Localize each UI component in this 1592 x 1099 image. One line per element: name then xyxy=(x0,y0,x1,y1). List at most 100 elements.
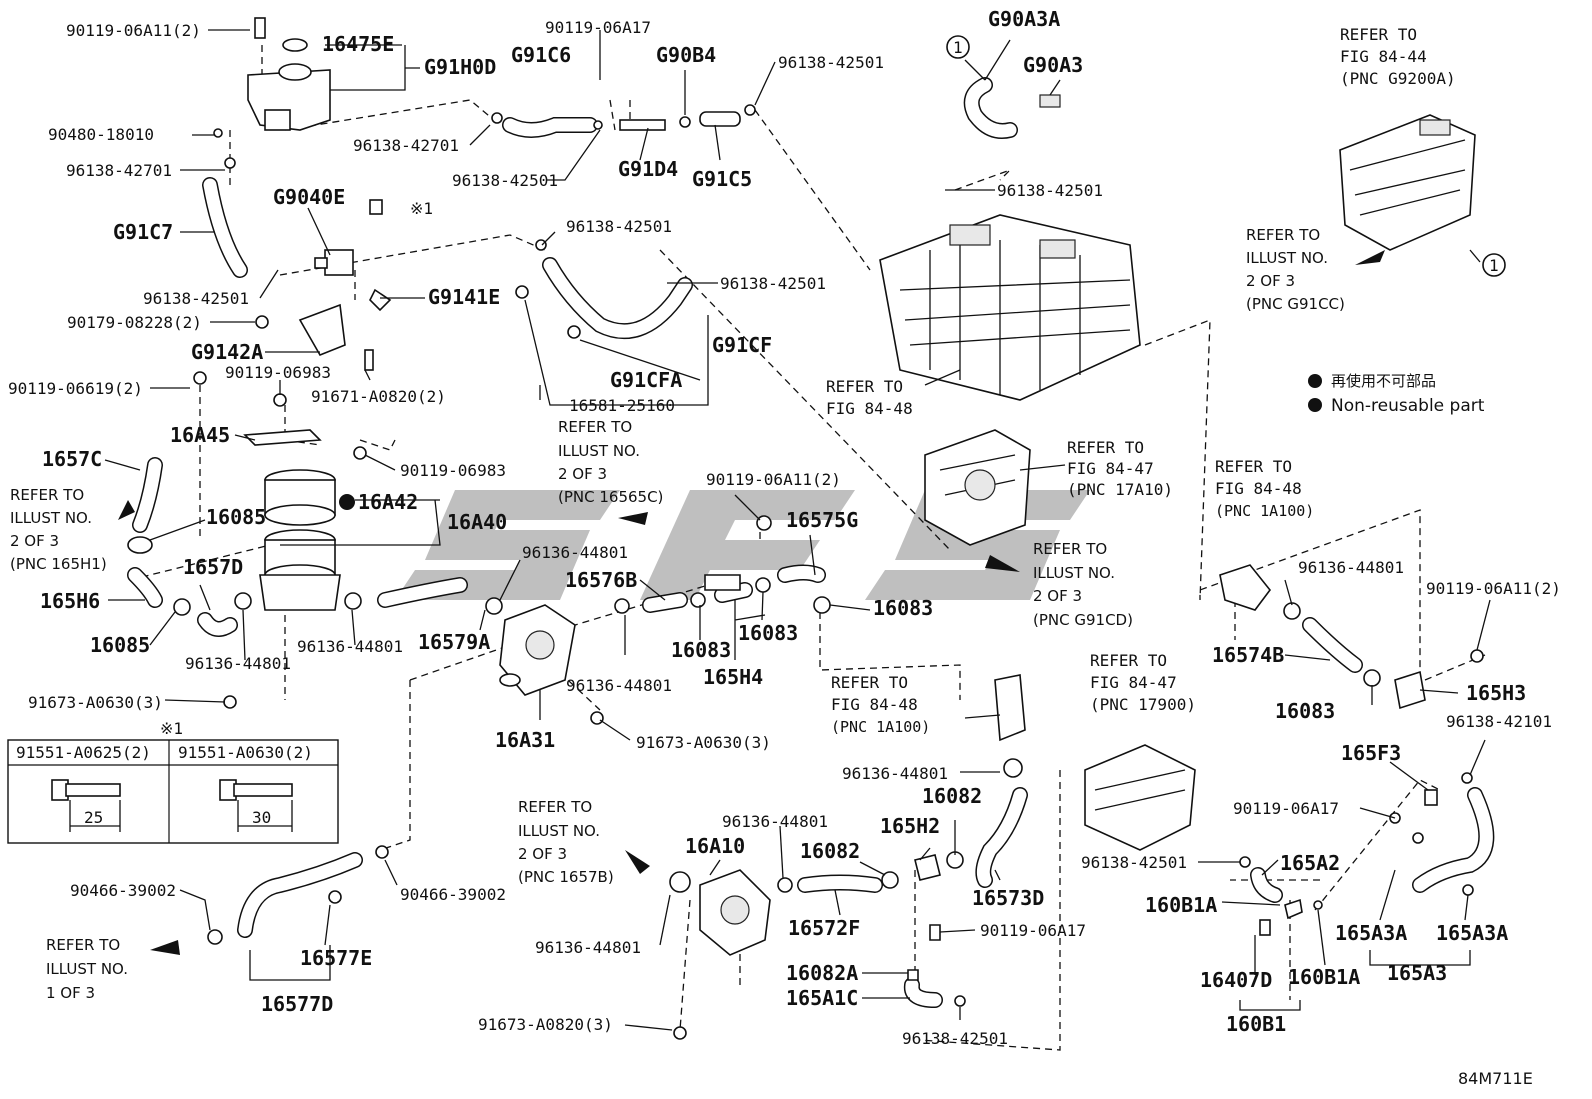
watermark-sps xyxy=(395,490,1090,600)
diagram-id: 84M711E xyxy=(1458,1069,1533,1088)
svg-text:1: 1 xyxy=(953,38,963,57)
label-G9141E: G9141E xyxy=(428,285,500,309)
label-16577E: 16577E xyxy=(300,946,372,970)
water-pump-16a40 xyxy=(259,469,341,611)
bolt-table-note: ※1 xyxy=(160,719,183,738)
label-16A45: 16A45 xyxy=(170,423,230,447)
ref-fig-84-47-17900: REFER TO FIG 84-47 (PNC 17900) xyxy=(1090,651,1196,714)
label-165A3A-a: 165A3A xyxy=(1335,921,1407,945)
label-96138-42501-d: 96138-42501 xyxy=(997,181,1103,200)
pump-16a10 xyxy=(669,869,771,956)
svg-text:REFER TO: REFER TO xyxy=(46,936,120,954)
part-labels: 90119-06A11(2) 16475E G91H0D 90480-18010… xyxy=(8,7,1561,1048)
label-16407D: 16407D xyxy=(1200,968,1272,992)
svg-text:2 OF 3: 2 OF 3 xyxy=(1246,272,1295,290)
label-165H3: 165H3 xyxy=(1466,681,1526,705)
label-90119-06A17-c: 90119-06A17 xyxy=(980,921,1086,940)
label-16A10: 16A10 xyxy=(685,834,745,858)
svg-text:(PNC G91CC): (PNC G91CC) xyxy=(1246,295,1345,313)
svg-text:30: 30 xyxy=(252,808,271,827)
label-165A3A-b: 165A3A xyxy=(1436,921,1508,945)
bolt-table: ※1 91551-A0625(2) 91551-A0630(2) 25 30 xyxy=(7,719,339,844)
label-90119-06A11-right: 90119-06A11(2) xyxy=(1426,579,1561,598)
label-165A3: 165A3 xyxy=(1387,961,1447,985)
label-96138-42701-a: 96138-42701 xyxy=(66,161,172,180)
svg-text:ILLUST NO.: ILLUST NO. xyxy=(1246,249,1328,267)
label-16083-b: 16083 xyxy=(671,638,731,662)
label-G91CF: G91CF xyxy=(712,333,772,357)
label-16577D: 16577D xyxy=(261,992,333,1016)
svg-text:25: 25 xyxy=(84,808,103,827)
label-96138-42501-g: 96138-42501 xyxy=(902,1029,1008,1048)
label-16579A: 16579A xyxy=(418,630,490,654)
svg-text:REFER TO: REFER TO xyxy=(1067,438,1144,457)
label-16572F: 16572F xyxy=(788,916,860,940)
label-96138-42501-b: 96138-42501 xyxy=(778,53,884,72)
label-160B1: 160B1 xyxy=(1226,1012,1286,1036)
label-96136-44801-g: 96136-44801 xyxy=(722,812,828,831)
label-16083-d: 16083 xyxy=(1275,699,1335,723)
svg-text:REFER TO: REFER TO xyxy=(1340,25,1417,44)
legend-en: Non-reusable part xyxy=(1331,396,1485,416)
reference-notes: REFER TO FIG 84-44 (PNC G9200A) REFER TO… xyxy=(10,25,1456,1002)
label-165A1C: 165A1C xyxy=(786,986,858,1010)
label-96136-44801-c: 96136-44801 xyxy=(522,543,628,562)
label-16576B: 16576B xyxy=(565,568,637,592)
label-96136-44801-b: 96136-44801 xyxy=(297,637,403,656)
ref-fig-84-48-1a100-mid: REFER TO FIG 84-48 (PNC 1A100) xyxy=(831,673,930,736)
ref-fig-84-48-top: REFER TO FIG 84-48 xyxy=(826,377,913,418)
label-G91C5: G91C5 xyxy=(692,167,752,191)
label-90119-06983-b: 90119-06983 xyxy=(400,461,506,480)
svg-text:(PNC 165H1): (PNC 165H1) xyxy=(10,555,107,573)
leader-lines xyxy=(104,29,1491,1031)
svg-text:REFER TO: REFER TO xyxy=(1246,226,1320,244)
svg-text:FIG 84-44: FIG 84-44 xyxy=(1340,47,1427,66)
label-96136-44801-e: 96136-44801 xyxy=(1298,558,1404,577)
svg-text:(PNC 17A10): (PNC 17A10) xyxy=(1067,480,1173,499)
svg-text:ILLUST NO.: ILLUST NO. xyxy=(518,822,600,840)
label-91673-A0630-b: 91673-A0630(3) xyxy=(636,733,771,752)
label-90119-06A11-mid: 90119-06A11(2) xyxy=(706,470,841,489)
bolt-25-graphic: 25 xyxy=(51,779,121,832)
svg-text:(PNC 1A100): (PNC 1A100) xyxy=(1215,502,1314,520)
label-90466-39002-b: 90466-39002 xyxy=(400,885,506,904)
svg-text:FIG 84-48: FIG 84-48 xyxy=(1215,479,1302,498)
ref-illust-g91cc: REFER TO ILLUST NO. 2 OF 3 (PNC G91CC) xyxy=(1246,226,1345,313)
label-16573D: 16573D xyxy=(972,886,1044,910)
bolt-30-graphic: 30 xyxy=(219,779,293,832)
label-16475E: 16475E xyxy=(322,32,394,56)
svg-text:REFER TO: REFER TO xyxy=(10,486,84,504)
engine-block xyxy=(879,214,1141,401)
svg-text:2 OF 3: 2 OF 3 xyxy=(1033,587,1082,605)
label-91673-A0630-a: 91673-A0630(3) xyxy=(28,693,163,712)
label-165A2: 165A2 xyxy=(1280,851,1340,875)
svg-text:(PNC 16565C): (PNC 16565C) xyxy=(558,488,663,506)
svg-text:REFER TO: REFER TO xyxy=(1215,457,1292,476)
label-16083-c: 16083 xyxy=(738,621,798,645)
label-16082-a: 16082 xyxy=(922,784,982,808)
label-G90A3: G90A3 xyxy=(1023,53,1083,77)
label-G9142A: G9142A xyxy=(191,340,263,364)
svg-text:ILLUST NO.: ILLUST NO. xyxy=(10,509,92,527)
label-G9040E: G9040E xyxy=(273,185,345,209)
svg-text:(PNC 1A100): (PNC 1A100) xyxy=(831,718,930,736)
svg-text:ILLUST NO.: ILLUST NO. xyxy=(558,442,640,460)
ref-illust-165h1: REFER TO ILLUST NO. 2 OF 3 (PNC 165H1) xyxy=(10,486,107,573)
label-165H4: 165H4 xyxy=(703,665,763,689)
label-16574B: 16574B xyxy=(1212,643,1284,667)
ref-fig-84-48-1a100-right: REFER TO FIG 84-48 (PNC 1A100) xyxy=(1215,457,1314,520)
bolt-table-col2: 91551-A0630(2) xyxy=(178,743,313,762)
reservoir-tank xyxy=(247,17,331,131)
label-96138-42101: 96138-42101 xyxy=(1446,712,1552,731)
label-16082-b: 16082 xyxy=(800,839,860,863)
label-1657C: 1657C xyxy=(42,447,102,471)
inverter-17900 xyxy=(1084,744,1196,851)
label-96138-42501-e: 96138-42501 xyxy=(566,217,672,236)
legend-jp: 再使用不可部品 xyxy=(1331,372,1436,390)
arrows xyxy=(118,250,1385,955)
label-91673-A0820: 91673-A0820(3) xyxy=(478,1015,613,1034)
motor-unit xyxy=(924,429,1031,546)
label-90466-39002-a: 90466-39002 xyxy=(70,881,176,900)
svg-text:REFER TO: REFER TO xyxy=(826,377,903,396)
svg-text:REFER TO: REFER TO xyxy=(831,673,908,692)
